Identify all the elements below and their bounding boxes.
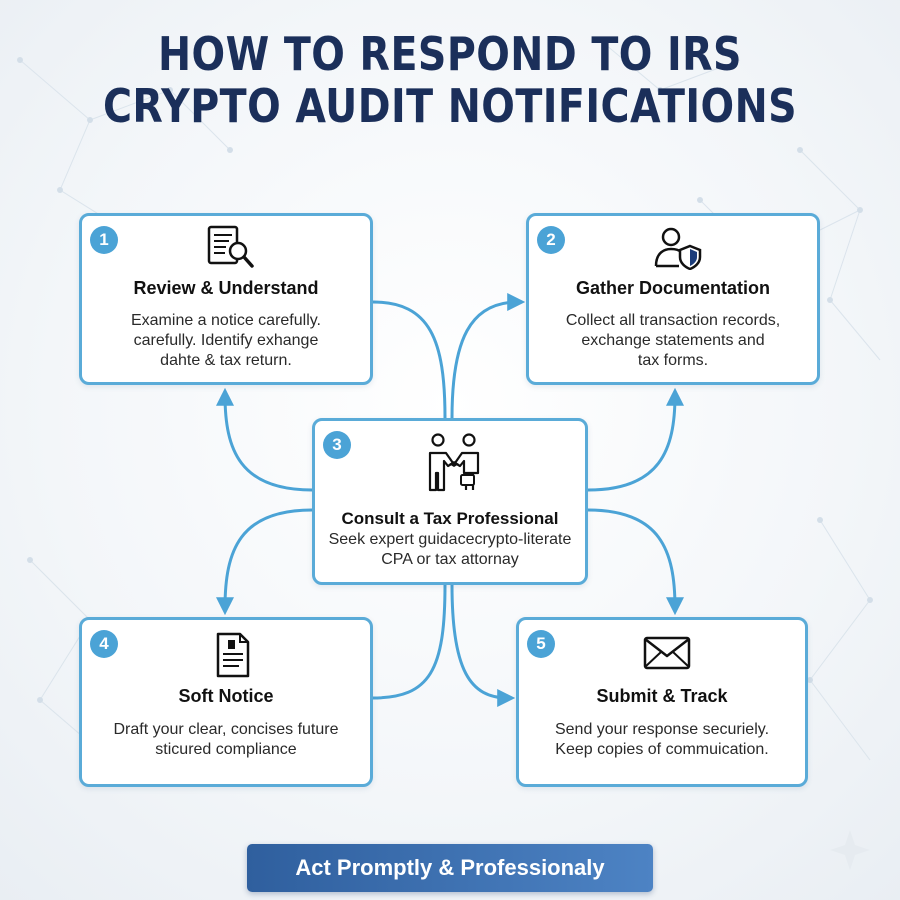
step-number-badge: 4 — [90, 630, 118, 658]
step-description-line: CPA or tax attornay — [381, 551, 519, 568]
step-number-badge: 2 — [537, 226, 565, 254]
page-title: HOW TO RESPOND TO IRS CRYPTO AUDIT NOTIF… — [63, 28, 837, 132]
step-title: Submit & Track — [596, 686, 728, 706]
step-title: Gather Documentation — [575, 278, 771, 298]
step-description: Send your response securiely. Keep copie… — [519, 720, 805, 760]
step-description-line: dahte & tax return. — [160, 352, 292, 369]
step-title: Consult a Tax Professional — [341, 509, 559, 528]
step-description-line: Collect all transaction records, — [565, 312, 781, 329]
step-title: Review & Understand — [133, 278, 319, 298]
handshake-icon — [428, 433, 480, 492]
step-title: Soft Notice — [178, 686, 274, 706]
step-description-line: tax forms. — [637, 352, 709, 369]
notice-document-icon — [216, 632, 250, 678]
step-card-5: 5 Submit & Track Send your response secu… — [516, 617, 808, 787]
step-description: Collect all transaction records, exchang… — [529, 311, 817, 371]
step-number-badge: 3 — [323, 431, 351, 459]
step-card-4: 4 Soft Notice Draft your clear, concises… — [79, 617, 373, 787]
step-card-3: 3 Consult a Tax Professional Seek expert… — [312, 418, 588, 585]
step-description-line: Draft your clear, concises future — [113, 721, 339, 738]
connector-3-to-5b — [450, 583, 516, 707]
step-card-1: 1 Review & Understand Examine a notice c… — [79, 213, 373, 385]
connector-3-to-4b — [371, 583, 447, 700]
title-line-2: CRYPTO AUDIT NOTIFICATIONS — [102, 79, 798, 133]
connector-3-to-5 — [586, 508, 684, 616]
document-search-icon — [207, 225, 254, 268]
step-description: Examine a notice carefully. carefully. I… — [82, 311, 370, 371]
step-description: Draft your clear, concises future sticur… — [82, 720, 370, 760]
connector-3-to-4 — [216, 508, 314, 616]
step-number-badge: 5 — [527, 630, 555, 658]
connector-3-to-1 — [216, 387, 314, 492]
step-description-line: carefully. Identify exhange — [133, 332, 319, 349]
envelope-icon — [643, 636, 691, 670]
connector-1-to-3 — [371, 300, 447, 420]
step-description: Seek expert guidacecrypto-literate CPA o… — [315, 530, 585, 570]
step-description-line: Send your response securiely. — [554, 721, 770, 738]
connector-3-to-2b — [586, 387, 684, 492]
call-to-action-banner: Act Promptly & Professionaly — [247, 844, 653, 892]
step-description-line: Examine a notice carefully. — [130, 312, 321, 329]
step-description-line: sticured compliance — [155, 741, 297, 758]
step-card-2: 2 Gather Documentation Collect all trans… — [526, 213, 820, 385]
step-number-badge: 1 — [90, 226, 118, 254]
step-description-line: Keep copies of commuication. — [555, 741, 769, 758]
title-line-1: HOW TO RESPOND TO IRS — [158, 27, 742, 81]
step-description-line: exchange statements and — [581, 332, 765, 349]
connector-3-to-2 — [450, 293, 526, 420]
user-shield-icon — [654, 227, 702, 270]
step-description-line: Seek expert guidacecrypto-literate — [328, 531, 572, 548]
